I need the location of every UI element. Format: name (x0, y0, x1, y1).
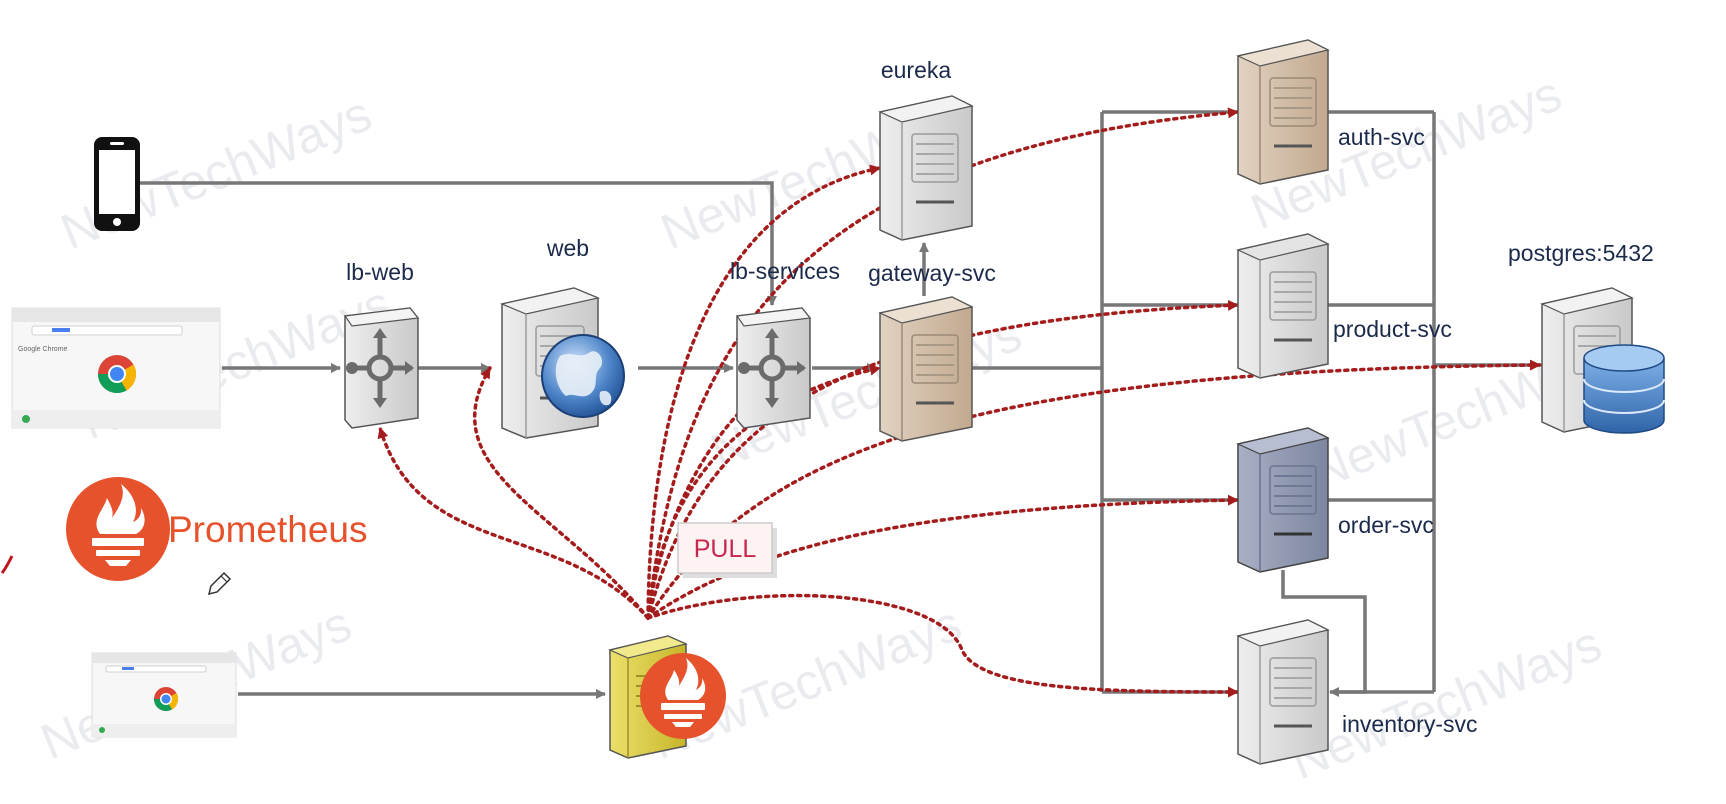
watermark: NewTechWays (1283, 615, 1609, 790)
server-tower-icon (1236, 619, 1330, 765)
lb-web-label: lb-web (346, 259, 414, 285)
prometheus-label: Prometheus (168, 509, 368, 550)
server-tower-icon (878, 95, 974, 241)
lb-services-label: lb-services (730, 258, 840, 284)
pull-label: PULL (694, 535, 757, 563)
connector-phone-to-lb-services (140, 181, 777, 306)
load-balancer-icon (343, 307, 420, 429)
connections (140, 110, 1541, 699)
chrome-browser-icon: Google Chrome (11, 307, 221, 429)
eureka-label: eureka (881, 57, 952, 83)
pull-arrow-product (646, 299, 1240, 620)
server-tower-icon (1236, 233, 1330, 379)
mobile-phone-icon (94, 137, 140, 231)
pencil-cursor-icon (207, 571, 232, 596)
order-svc-label: order-svc (1338, 512, 1434, 538)
annotation-tick-mark (0, 555, 14, 574)
globe-icon (541, 334, 625, 418)
web-label: web (546, 235, 589, 261)
inventory-svc-label: inventory-svc (1342, 711, 1477, 737)
pull-badge: PULL (677, 522, 777, 578)
pull-arrow-inventory (646, 593, 1240, 698)
server-tower-icon (1236, 427, 1330, 573)
pull-arrow-web (473, 366, 650, 620)
server-tower-icon (1236, 39, 1330, 185)
pull-arrow-order (646, 494, 1240, 620)
product-svc-label: product-svc (1333, 316, 1452, 342)
chrome-browser-icon (91, 652, 237, 738)
pull-arrow-lb-web (377, 426, 650, 620)
connector-order-to-inventory (1281, 570, 1367, 697)
load-balancer-icon (735, 307, 812, 429)
pull-arrow-gateway (646, 364, 882, 620)
pull-arrow-auth (646, 107, 1240, 620)
browser-brand-label: Google Chrome (18, 346, 68, 353)
pull-arrow-eureka (646, 164, 882, 620)
postgres-label: postgres:5432 (1508, 240, 1654, 266)
auth-svc-label: auth-svc (1338, 124, 1425, 150)
prometheus-logo-icon (66, 477, 170, 581)
database-icon (1583, 344, 1665, 434)
watermark-layer: NewTechWays NewTechWays NewTechWays NewT… (33, 65, 1629, 790)
prometheus-logo-icon (640, 653, 726, 739)
gateway-svc-label: gateway-svc (868, 260, 996, 286)
server-tower-icon (878, 296, 974, 442)
